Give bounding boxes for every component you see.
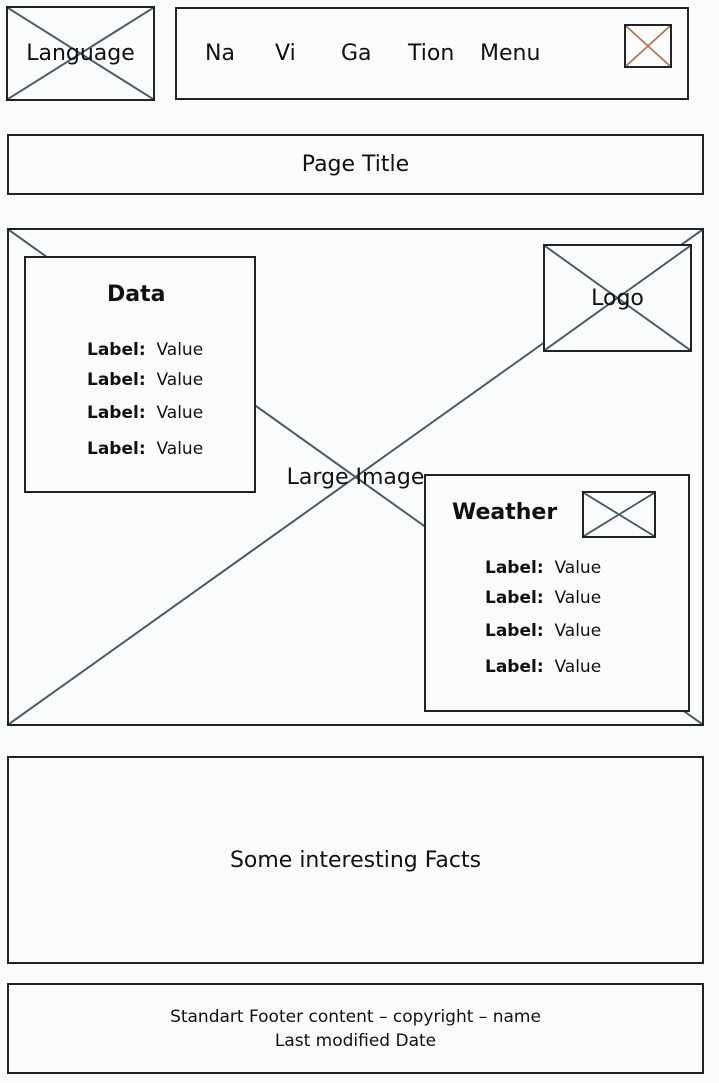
nav-item-na[interactable]: Na: [205, 41, 235, 66]
facts-text: Some interesting Facts: [229, 847, 482, 873]
footer: Standart Footer content – copyright – na…: [7, 983, 704, 1074]
weather-panel: Weather Label: Value Label: Value Label:…: [424, 474, 690, 712]
weather-row: Label: Value: [485, 621, 602, 641]
language-selector[interactable]: Language: [6, 6, 155, 101]
data-row: Label: Value: [87, 439, 204, 459]
large-image-label: Large Image: [286, 464, 425, 490]
nav-item-menu[interactable]: Menu: [480, 41, 541, 66]
page-title: Page Title: [301, 152, 410, 177]
navigation-bar: Na Vi Ga Tion Menu: [175, 7, 689, 100]
page-title-bar: Page Title: [7, 134, 704, 195]
data-row: Label: Value: [87, 403, 204, 423]
weather-row: Label: Value: [485, 588, 602, 608]
weather-panel-title: Weather: [452, 500, 558, 525]
weather-row: Label: Value: [485, 558, 602, 578]
logo-label: Logo: [591, 285, 644, 311]
weather-row: Label: Value: [485, 657, 602, 677]
data-panel-title: Data: [107, 282, 166, 307]
weather-icon: [582, 491, 656, 538]
logo[interactable]: Logo: [543, 244, 692, 352]
data-panel: Data Label: Value Label: Value Label: Va…: [24, 256, 256, 493]
nav-item-tion[interactable]: Tion: [408, 41, 455, 66]
footer-last-modified: Last modified Date: [274, 1030, 437, 1051]
facts-section: Some interesting Facts: [7, 756, 704, 964]
footer-copyright: Standart Footer content – copyright – na…: [170, 1006, 541, 1027]
data-row: Label: Value: [87, 340, 204, 360]
large-image: Large Image Data Label: Value Label: Val…: [7, 228, 704, 726]
nav-item-ga[interactable]: Ga: [341, 41, 372, 66]
data-row: Label: Value: [87, 370, 204, 390]
language-label: Language: [26, 41, 135, 66]
menu-icon[interactable]: [624, 24, 672, 68]
nav-item-vi[interactable]: Vi: [275, 41, 296, 66]
